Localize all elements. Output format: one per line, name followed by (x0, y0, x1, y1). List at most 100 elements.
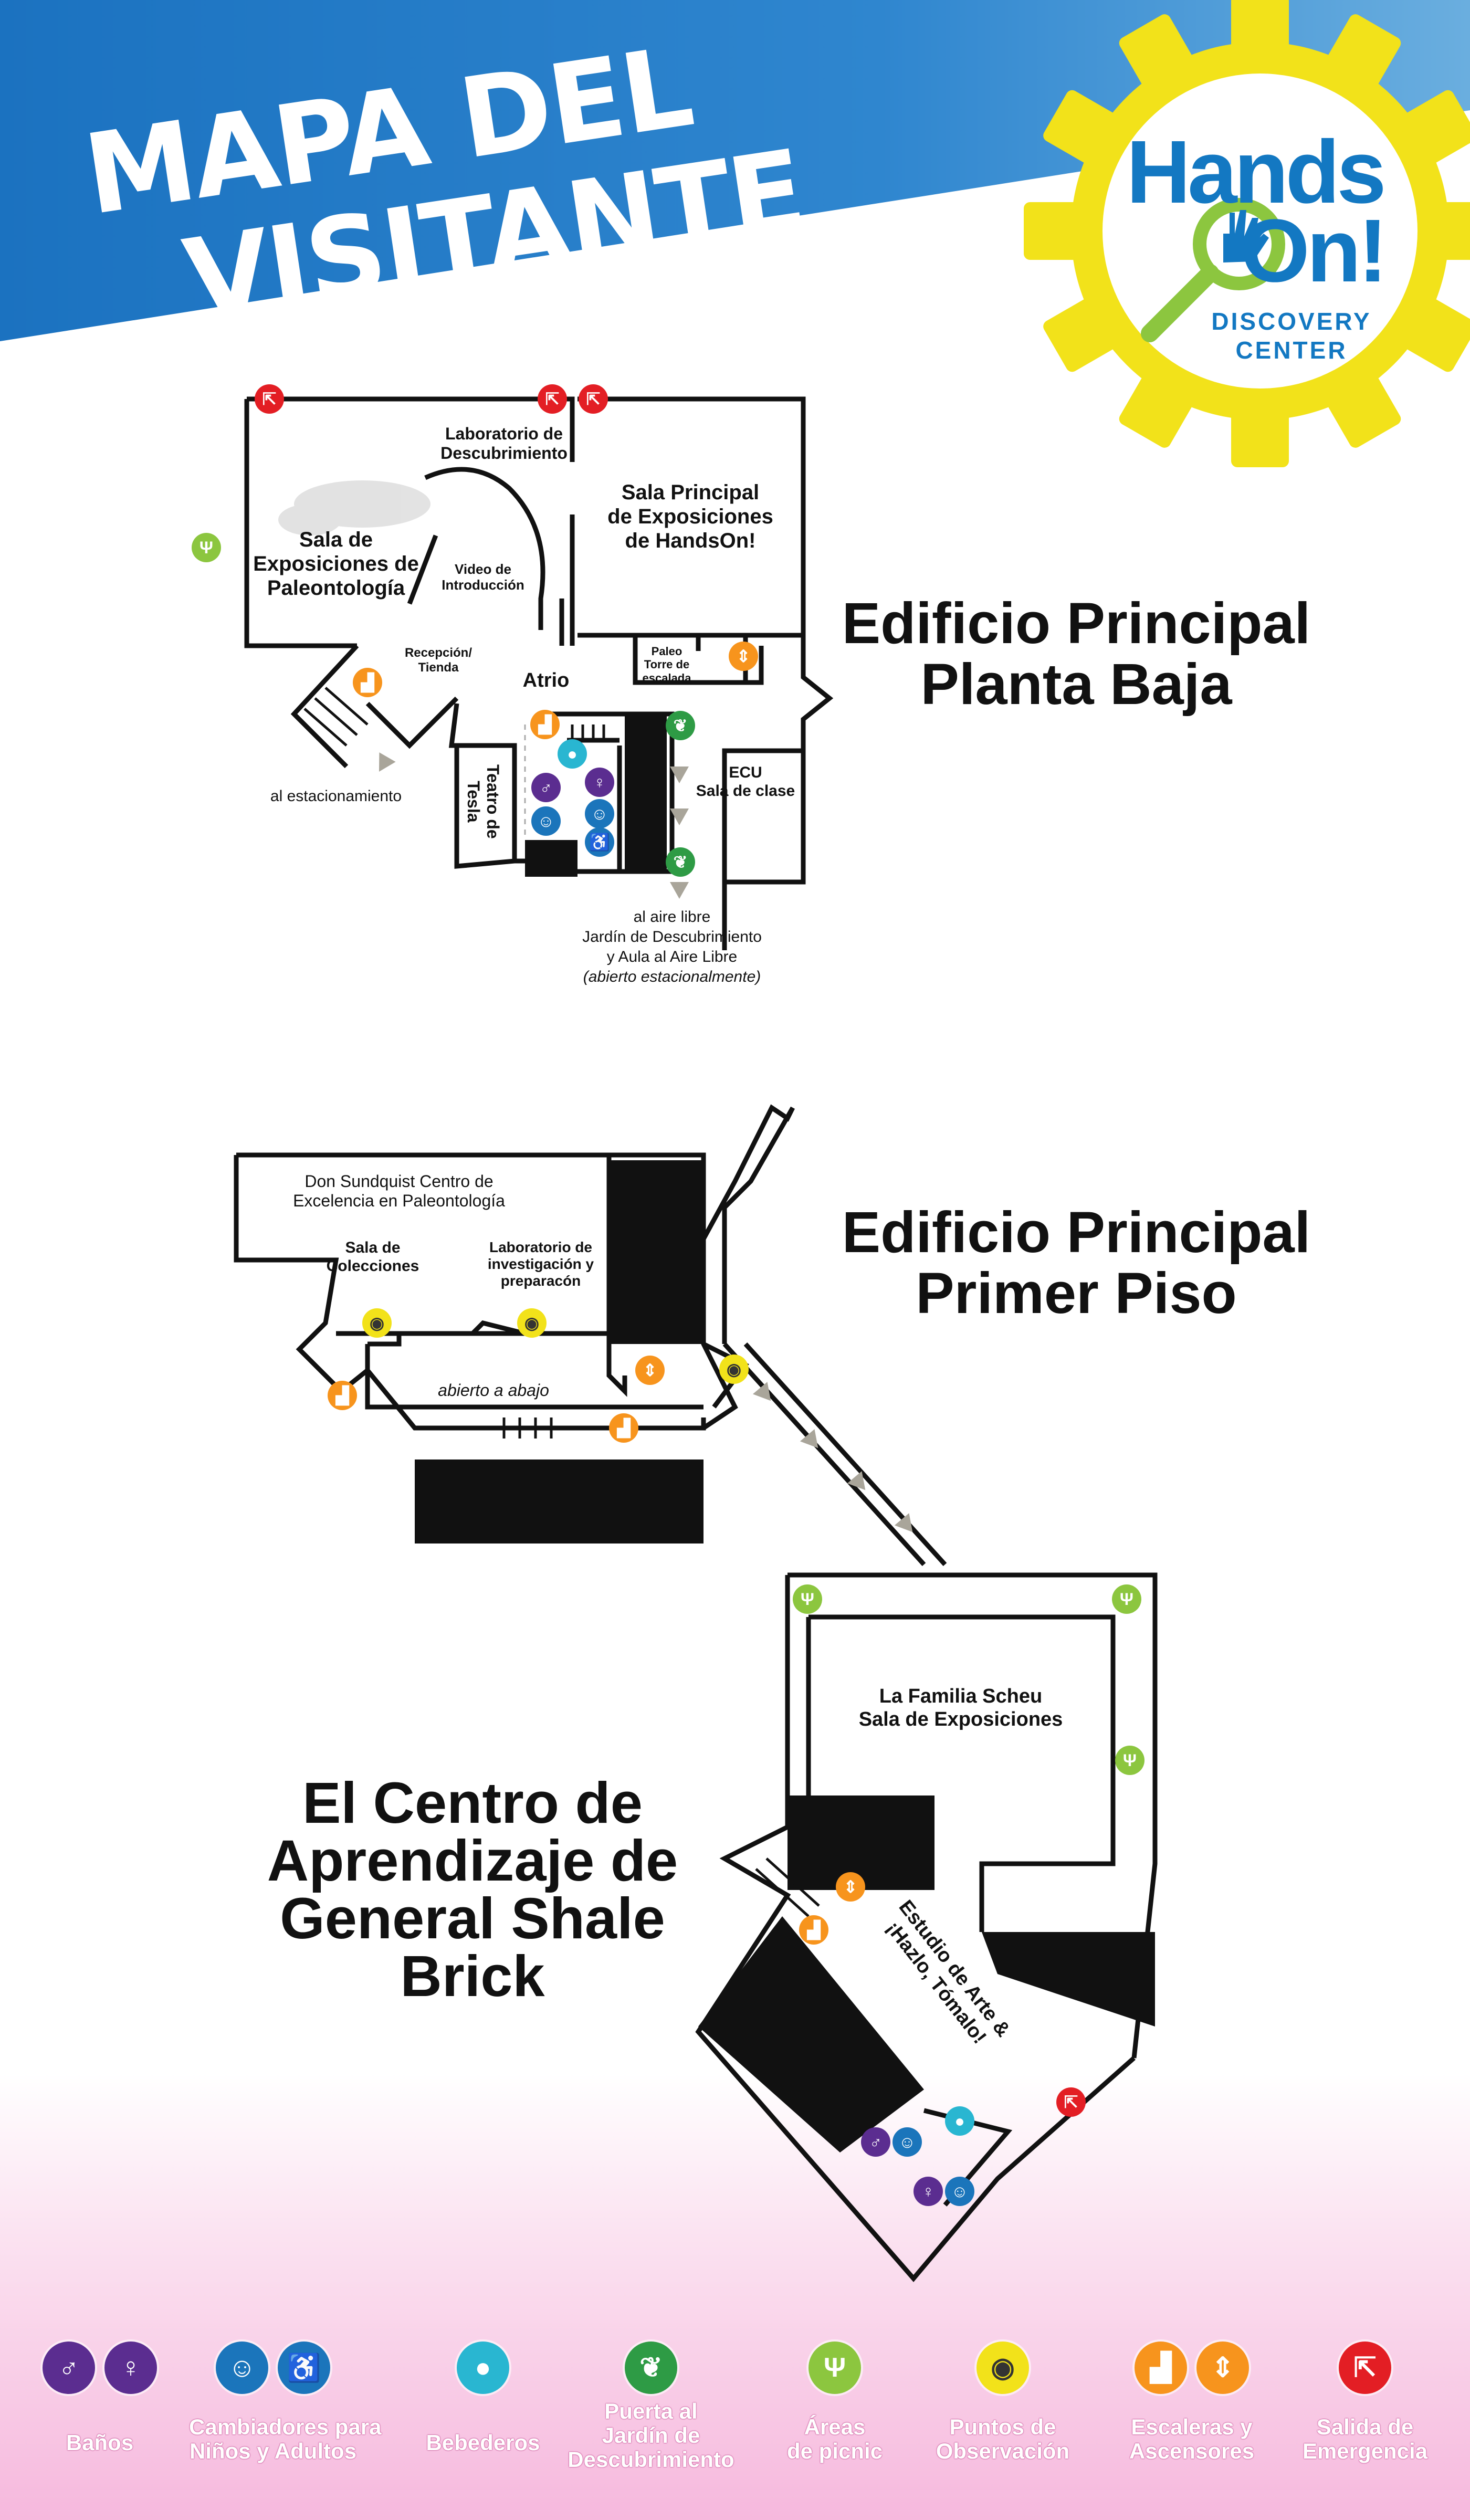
first-floor-title: Edificio Principal Primer Piso (819, 1202, 1334, 1324)
outdoor-direction-line3: y Aula al Aire Libre (606, 948, 738, 965)
changing-table-icon: ☺ (892, 2127, 922, 2157)
stairs-icon: ▟ (799, 1915, 828, 1945)
picnic-icon: Ψ (808, 2342, 861, 2394)
first-title-line2: Primer Piso (916, 1261, 1237, 1326)
eye-icon: ◉ (517, 1308, 547, 1338)
legend-garden-door: ❦ Puerta al Jardín de Descubrimiento (567, 2342, 735, 2472)
restroom-women-icon: ♀ (585, 768, 614, 797)
leaf-icon: ❦ (666, 847, 695, 877)
room-discovery-lab: Laboratorio de Descubrimiento (440, 424, 568, 463)
logo-center: CENTER (1235, 337, 1348, 364)
learning-title-line3: General Shale (280, 1886, 665, 1951)
leaf-icon: ❦ (666, 711, 695, 740)
legend-label: Cambiadores para Niños y Adultos (189, 2414, 382, 2464)
ground-title-line1: Edificio Principal (842, 591, 1311, 656)
elevator-icon: ⇕ (1196, 2342, 1249, 2394)
logo-discovery: DISCOVERY (1211, 308, 1372, 335)
restroom-men-icon: ♂ (861, 2127, 890, 2157)
room-sundquist-center: Don Sundquist Centro de Excelencia en Pa… (293, 1172, 505, 1210)
changing-table-icon: ☺ (945, 2177, 974, 2206)
header-banner (0, 0, 1470, 341)
accessible-icon: ♿ (278, 2342, 330, 2394)
room-atrium: Atrio (522, 669, 570, 691)
elevator-icon: ⇕ (635, 1356, 665, 1385)
outdoor-direction-line1: al aire libre (633, 908, 711, 926)
legend-label: Bebederos (426, 2430, 540, 2455)
logo-hands: Hands (1126, 122, 1387, 222)
emergency-exit-icon: ⇱ (1339, 2342, 1391, 2394)
picnic-icon: Ψ (1112, 1584, 1141, 1614)
room-main-hall: Sala Principal de Exposiciones de HandsO… (607, 481, 773, 552)
emergency-exit-icon: ⇱ (255, 384, 284, 414)
room-reception: Recepción/ Tienda (404, 646, 472, 675)
legend-stairs-elevators: ▟ ⇕ Escaleras y Ascensores (1108, 2342, 1276, 2463)
legend-label: Puntos de Observación (936, 2414, 1070, 2464)
stairs-icon: ▟ (328, 1381, 357, 1410)
stairs-icon: ▟ (530, 710, 560, 739)
room-scheu-hall: La Familia Scheu Sala de Exposiciones (858, 1685, 1063, 1730)
hands-on-logo: Hands On! DISCOVERY CENTER (1008, 0, 1470, 483)
changing-table-icon: ☺ (585, 799, 614, 828)
emergency-exit-icon: ⇱ (538, 384, 567, 414)
legend-label: Áreas de picnic (786, 2414, 883, 2464)
elevator-icon: ⇕ (729, 642, 758, 671)
changing-table-icon: ☺ (216, 2342, 268, 2394)
legend-label: Puerta al Jardín de Descubrimiento (568, 2399, 734, 2472)
accessible-icon: ♿ (585, 827, 614, 857)
path-arrow (670, 882, 689, 899)
emergency-exit-icon: ⇱ (1056, 2087, 1086, 2117)
stairs-icon: ▟ (353, 668, 382, 697)
path-arrow (670, 808, 689, 825)
picnic-icon: Ψ (1115, 1746, 1144, 1775)
restroom-women-icon: ♀ (104, 2342, 157, 2394)
eye-icon: ◉ (362, 1308, 392, 1338)
picnic-icon: Ψ (192, 533, 221, 562)
water-drop-icon: ● (457, 2342, 509, 2394)
legend-label: Escaleras y Ascensores (1129, 2414, 1255, 2464)
room-paleo-tower: Paleo Torre de escalada (642, 645, 691, 685)
eye-icon: ◉ (719, 1354, 749, 1384)
changing-table-icon: ☺ (531, 806, 561, 836)
legend-label: Baños (66, 2430, 134, 2455)
room-intro-video: Video de Introducción (442, 561, 524, 593)
ground-floor-title: Edificio Principal Planta Baja (819, 593, 1334, 715)
parking-direction: al estacionamiento (270, 788, 402, 805)
room-paleo-hall: Sala de Exposiciones de Paleontología (253, 528, 419, 600)
path-arrow (670, 766, 689, 783)
water-drop-icon: ● (558, 739, 587, 769)
elevator-icon: ⇕ (836, 1872, 865, 1902)
learning-center-title: El Centro de Aprendizaje de General Shal… (210, 1774, 735, 2006)
first-title-line1: Edificio Principal (842, 1200, 1311, 1265)
legend-picnic: Ψ Áreas de picnic (751, 2342, 919, 2463)
room-research-lab: Laboratorio de investigación y preparacó… (487, 1239, 594, 1289)
water-drop-icon: ● (945, 2106, 974, 2136)
legend-restrooms: ♂ ♀ Baños (16, 2342, 184, 2455)
legend-label: Salida de Emergencia (1302, 2414, 1428, 2464)
legend-emergency-exit: ⇱ Salida de Emergencia (1281, 2342, 1449, 2463)
stairs-icon: ▟ (1135, 2342, 1187, 2394)
learning-title-line4: Brick (400, 1944, 545, 2009)
room-tesla-theater: Teatro de Tesla (464, 764, 502, 839)
picnic-icon: Ψ (793, 1584, 822, 1614)
restroom-men-icon: ♂ (531, 773, 561, 802)
restroom-women-icon: ♀ (914, 2177, 943, 2206)
open-below-area: abierto a abajo (438, 1381, 549, 1400)
learning-title-line1: El Centro de (302, 1771, 643, 1835)
learning-title-line2: Aprendizaje de (267, 1829, 678, 1893)
gear-icon (1024, 0, 1470, 467)
logo-on: On! (1240, 201, 1388, 301)
legend-observation: ◉ Puntos de Observación (919, 2342, 1087, 2463)
room-ecu: ECU Sala de clase (696, 764, 795, 800)
legend-water: ● Bebederos (399, 2342, 567, 2455)
emergency-exit-icon: ⇱ (579, 384, 608, 414)
restroom-men-icon: ♂ (43, 2342, 95, 2394)
outdoor-direction-line2: Jardín de Descubrimiento (582, 928, 762, 946)
outdoor-direction-line4: (abierto estacionalmente) (583, 968, 761, 985)
ground-title-line2: Planta Baja (920, 652, 1232, 717)
legend-changing-tables: ☺ ♿ Cambiadores para Niños y Adultos (189, 2342, 382, 2464)
eye-icon: ◉ (976, 2342, 1029, 2394)
stairs-icon: ▟ (609, 1413, 638, 1443)
leaf-icon: ❦ (625, 2342, 677, 2394)
room-collections: Sala de Colecciones (326, 1239, 419, 1275)
